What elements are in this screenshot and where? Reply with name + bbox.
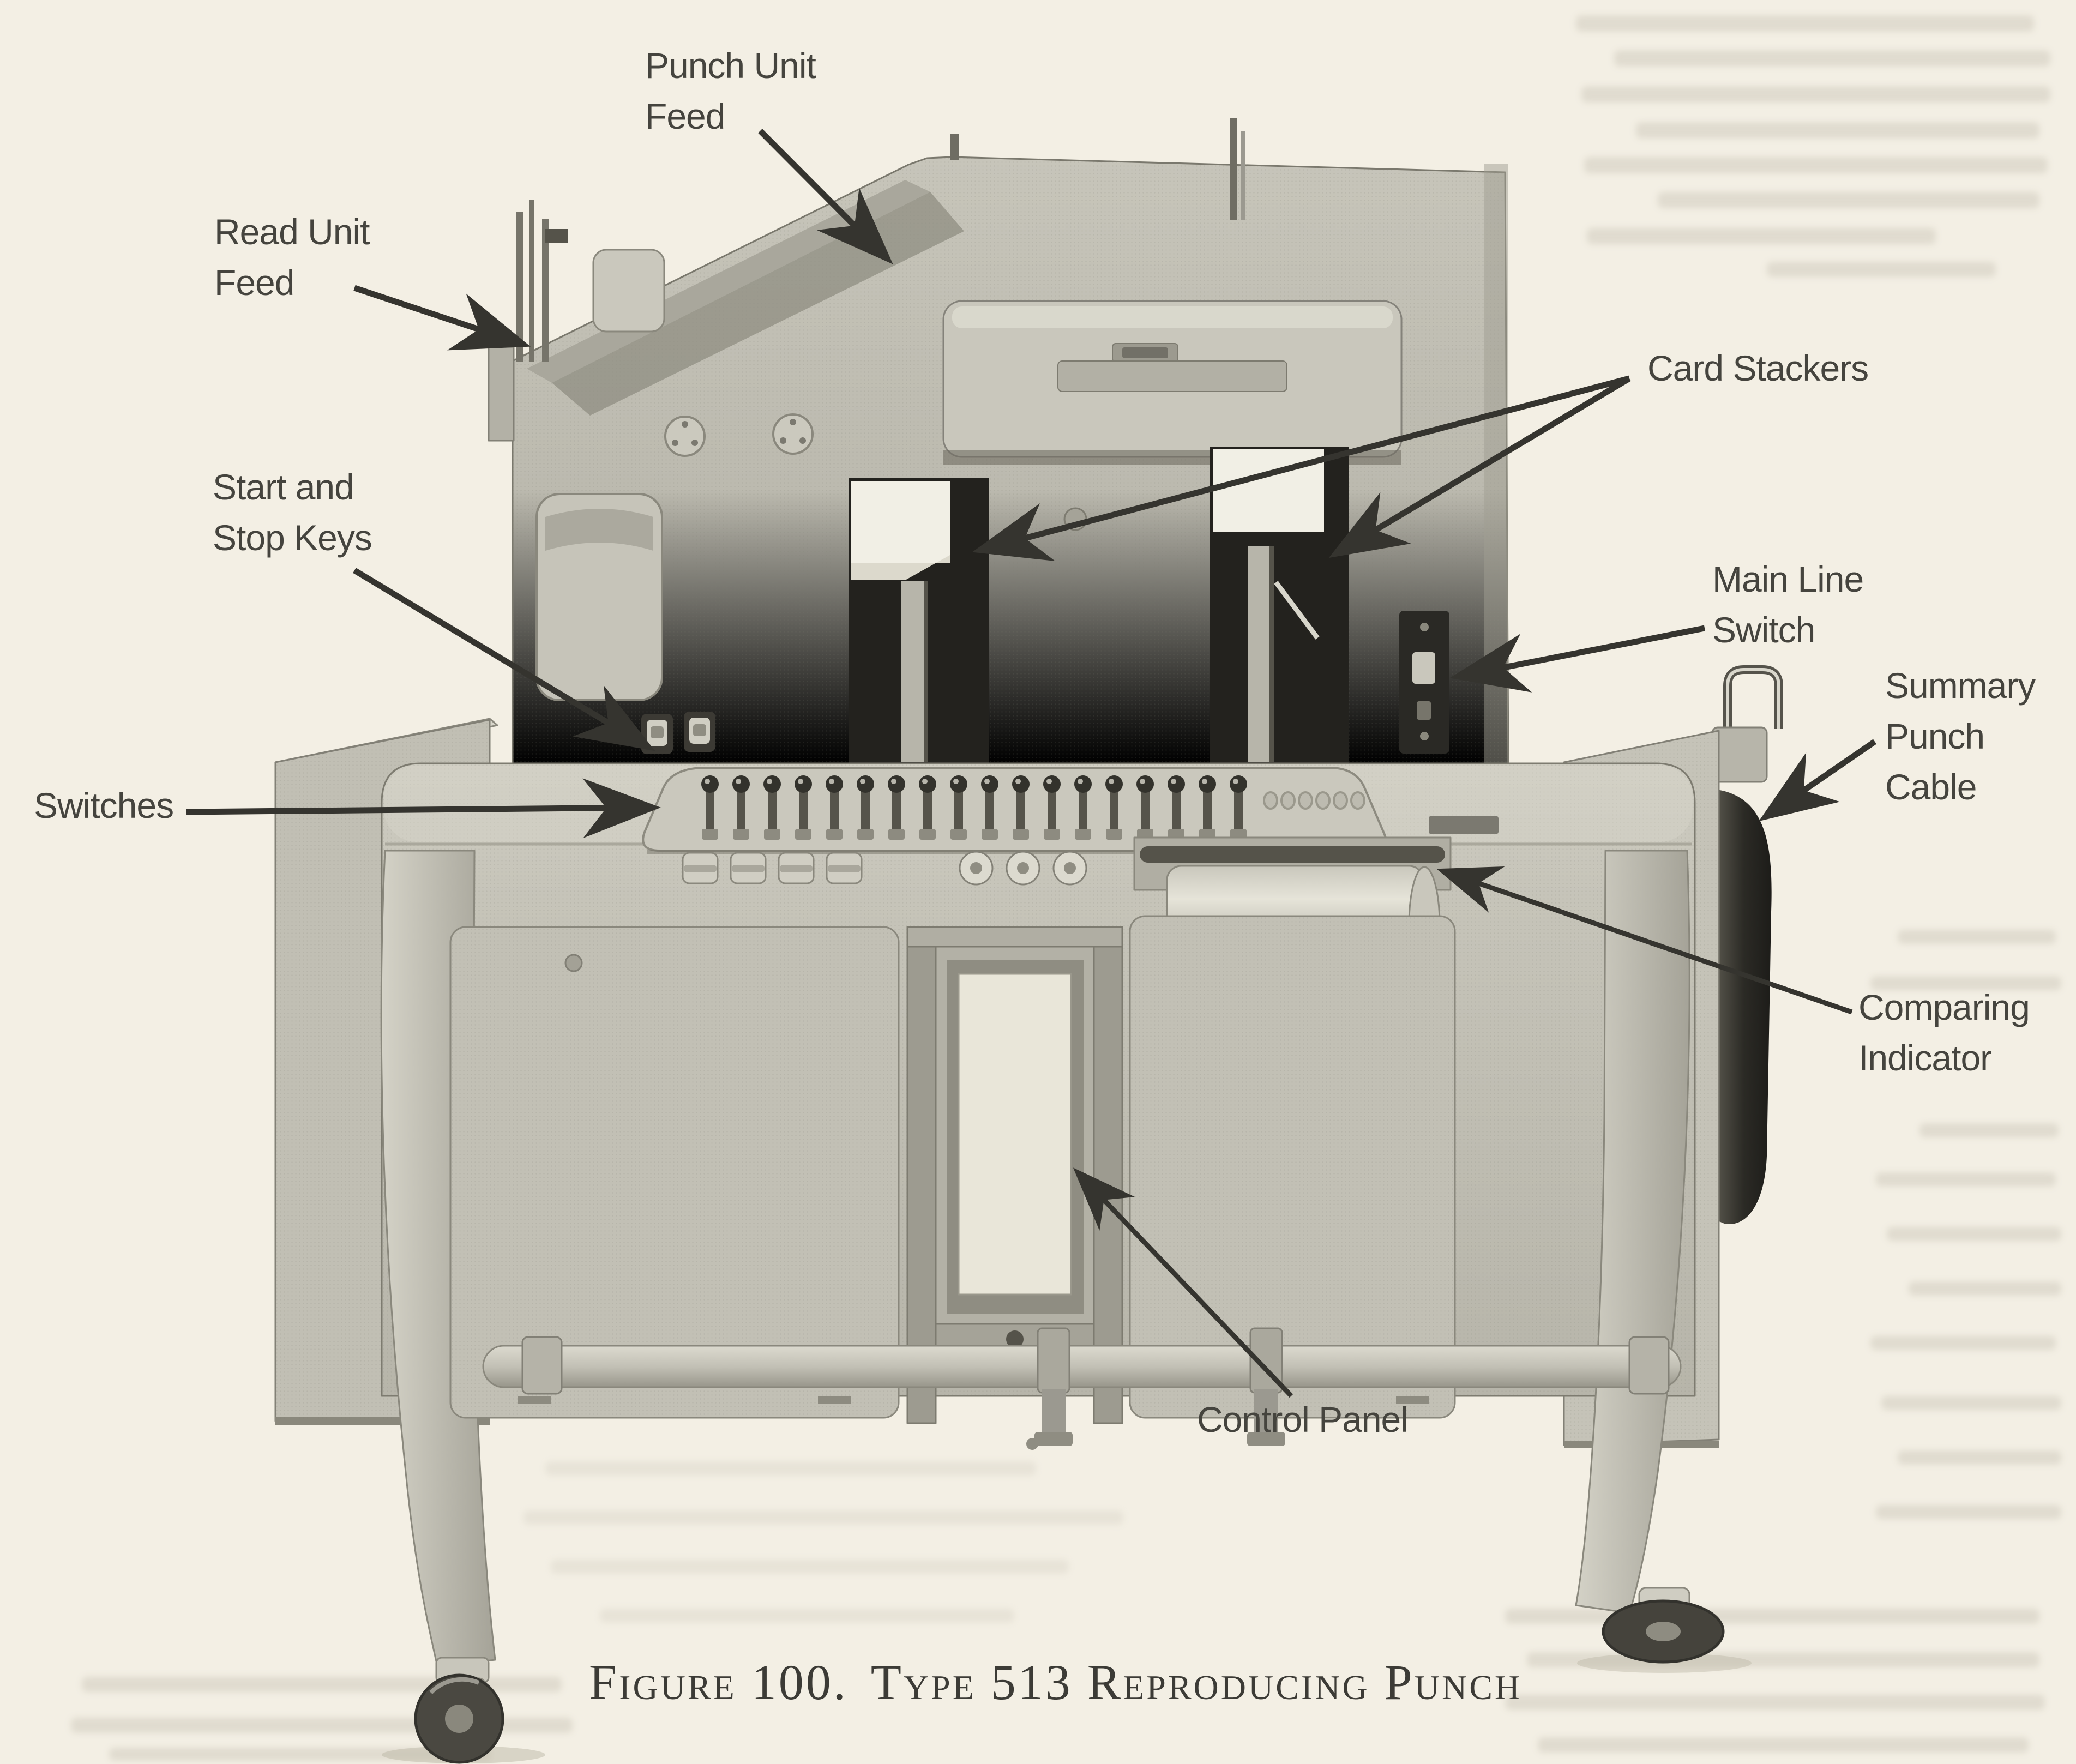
label-card-stackers: Card Stackers	[1647, 348, 1869, 388]
arrow-punch-unit-feed	[758, 129, 893, 264]
machine-photo	[274, 118, 1783, 1764]
label-punch-unit-feed: Punch Unit Feed	[645, 45, 817, 136]
arrow-switches	[186, 778, 661, 838]
control-knob	[1052, 851, 1087, 886]
arrow-summary-punch-cable	[1759, 739, 1877, 822]
bleed-through-texture	[71, 15, 2061, 1761]
label-main-line-switch-line1: Main Line	[1712, 559, 1863, 599]
arrow-card-stacker-right	[1328, 376, 1631, 558]
label-card-stackers-line1: Card Stackers	[1647, 348, 1868, 388]
arrow-start-stop-keys	[353, 568, 655, 751]
label-summary-punch-cable: Summary Punch Cable	[1885, 665, 2036, 807]
card-stacker-left	[849, 478, 989, 763]
control-panel-plugboard	[958, 973, 1072, 1296]
label-read-unit-feed: Read Unit Feed	[214, 212, 370, 303]
label-read-unit-feed-line1: Read Unit	[214, 212, 370, 252]
control-knob	[959, 851, 994, 886]
left-caster	[382, 1657, 545, 1764]
label-start-stop-keys-line2: Stop Keys	[213, 517, 372, 558]
label-switches-line1: Switches	[34, 785, 173, 826]
label-start-stop-keys: Start and Stop Keys	[213, 467, 372, 558]
arrow-comparing-indicator	[1436, 866, 1853, 1015]
callout-labels: Punch Unit Feed Read Unit Feed Card Stac…	[34, 45, 2036, 1440]
main-line-switch	[1399, 611, 1449, 754]
label-punch-unit-feed-line2: Feed	[645, 96, 725, 136]
label-summary-punch-cable-line2: Punch	[1885, 716, 1984, 756]
front-doors	[449, 915, 1456, 1419]
figure-caption: Figure 100. Type 513 Reproducing Punch	[589, 1654, 1522, 1710]
label-control-panel: Control Panel	[1197, 1399, 1409, 1440]
label-switches: Switches	[34, 785, 174, 826]
figure-caption-number: Figure 100.	[589, 1654, 848, 1710]
label-punch-unit-feed-line1: Punch Unit	[645, 45, 816, 86]
card-stacker-right	[1210, 447, 1349, 763]
summary-punch-cable-handle	[1711, 665, 1783, 783]
read-stacker-pocket	[535, 493, 663, 701]
summary-punch-cable	[1717, 790, 1772, 1224]
label-main-line-switch-line2: Switch	[1712, 610, 1815, 650]
control-knob	[1006, 851, 1040, 886]
label-read-unit-feed-line2: Feed	[214, 262, 294, 303]
label-control-panel-line1: Control Panel	[1197, 1399, 1408, 1440]
label-start-stop-keys-line1: Start and	[213, 467, 354, 507]
label-summary-punch-cable-line1: Summary	[1885, 665, 2036, 706]
label-summary-punch-cable-line3: Cable	[1885, 767, 1976, 807]
model-stencil-plate	[1429, 816, 1499, 834]
arrow-card-stacker-left	[972, 375, 1630, 562]
label-comparing-indicator: Comparing Indicator	[1858, 987, 2030, 1078]
label-main-line-switch: Main Line Switch	[1712, 559, 1864, 650]
label-comparing-indicator-line2: Indicator	[1858, 1038, 1991, 1078]
bumper-bar	[482, 1327, 1682, 1447]
label-comparing-indicator-line1: Comparing	[1858, 987, 2030, 1027]
control-panel-assembly	[906, 926, 1123, 1424]
arrow-read-unit-feed	[353, 285, 531, 351]
arrow-main-line-switch	[1449, 625, 1706, 693]
card-stacker-cover	[942, 300, 1403, 465]
bleed-through-texture-center	[523, 1461, 1123, 1623]
right-caster	[1577, 1587, 1752, 1673]
figure-caption-title: Type 513 Reproducing Punch	[871, 1654, 1522, 1710]
callout-arrows	[186, 129, 1877, 1398]
arrow-control-panel	[1073, 1167, 1293, 1398]
sight-holes	[664, 413, 814, 457]
